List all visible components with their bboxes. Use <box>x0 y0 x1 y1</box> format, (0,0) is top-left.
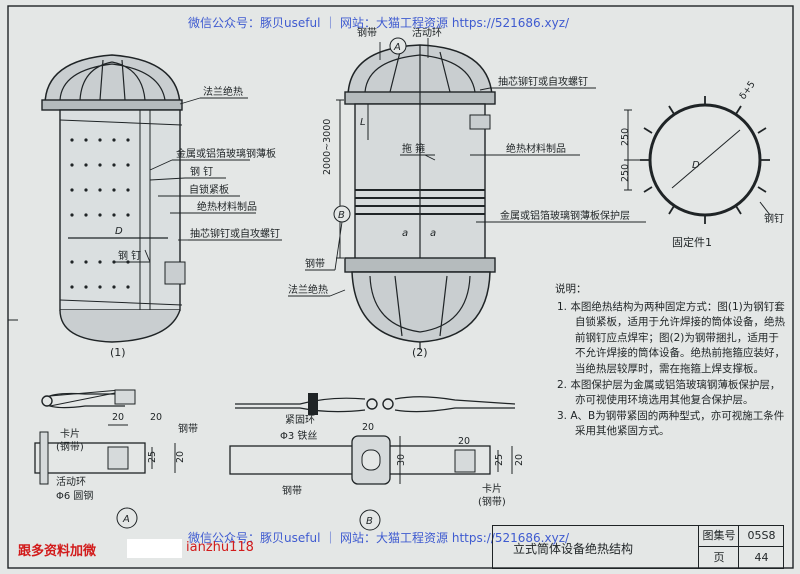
fig1-callout-stud: 钢 钉 <box>190 165 213 178</box>
fig1-callout-rivet: 抽芯铆钉或自攻螺钉 <box>190 227 280 240</box>
title-block: 立式筒体设备绝热结构 图集号 05S8 页 44 <box>492 525 784 569</box>
fixture-callout: 钢钉 <box>764 212 784 225</box>
fig1-callout-sheet: 金属或铝箔玻璃钢薄板 <box>176 147 276 160</box>
fig1-callout-lockplate: 自锁紧板 <box>189 183 229 196</box>
figure-2-vessel <box>336 44 496 350</box>
fig1-label: (1) <box>110 346 126 359</box>
detail-b-dim4: 25 <box>494 454 505 466</box>
detail-b-label-clip: 卡片 <box>482 482 502 495</box>
fig2-callout-sheet: 金属或铝箔玻璃钢薄板保护层 <box>500 209 630 222</box>
fixture-caption: 固定件1 <box>672 235 712 249</box>
detail-b-label-wire: Φ3 铁丝 <box>280 429 317 442</box>
figure-1-leaders <box>115 97 282 263</box>
fixture-dim3: δ+5 <box>737 79 757 102</box>
detail-b-dim5: 20 <box>514 454 525 466</box>
watermark-bottom: 微信公众号：豚贝useful ｜ 网站：大猫工程资源 https://52168… <box>188 531 570 545</box>
detail-a-dim2: 20 <box>150 412 162 423</box>
fig1-callout-insulation: 绝热材料制品 <box>197 200 257 213</box>
detail-b-label-strap: 钢带 <box>282 484 302 497</box>
detail-a-label-rod: Φ6 圆钢 <box>56 489 93 502</box>
promo-redaction-box <box>127 539 182 558</box>
fig2-callout-rivet: 抽芯铆钉或自攻螺钉 <box>498 75 588 88</box>
fig2-callout-strap2: 钢带 <box>305 257 325 270</box>
fig1-dim-d: D <box>115 226 123 237</box>
fig2-callout-support-ring: 拖 箍 <box>402 142 425 155</box>
fixture-dim-d: D <box>692 160 700 171</box>
watermark-top: 微信公众号：豚贝useful ｜ 网站：大猫工程资源 https://52168… <box>188 16 570 30</box>
figure-2-leaders <box>288 38 646 297</box>
fig1-callout-flange: 法兰绝热 <box>203 85 243 98</box>
detail-b-label-clamp: 紧固环 <box>285 414 315 426</box>
notes-block: 说明： 1. 本图绝热结构为两种固定方式：图(1)为钢钉套自锁紧板，适用于允许焊… <box>555 282 787 440</box>
detail-a-label-strap-note: (钢带) <box>56 440 84 453</box>
detail-a-dim3: 25 <box>147 451 158 463</box>
detail-a-label-clip: 卡片 <box>60 427 80 440</box>
page-no: 44 <box>738 547 784 568</box>
detail-b-dim1: 20 <box>362 422 374 433</box>
promo-text: 跟多资料加微 <box>18 544 97 559</box>
fig2-callout-strap: 钢带 <box>357 26 377 39</box>
detail-a-dim1: 20 <box>112 412 124 423</box>
figure-1-vessel <box>41 54 186 343</box>
fixture-ring <box>624 96 771 224</box>
note-item: 3. A、B为钢带紧固的两种型式，亦可视施工条件采用其他紧固方式。 <box>557 409 785 438</box>
atlas-no: 05S8 <box>738 526 784 547</box>
fig2-dim-a1: a <box>402 228 408 239</box>
sheet-frame <box>7 5 794 569</box>
fig1-callout-stud2: 钢 钉 <box>118 249 141 262</box>
page-label: 页 <box>698 547 739 568</box>
detail-a-label-ring: 活动环 <box>56 476 86 488</box>
detail-a-dim4: 20 <box>175 451 186 463</box>
fig2-callout-flange: 法兰绝热 <box>288 283 328 296</box>
fig2-callout-ring: 活动环 <box>412 27 442 39</box>
drawing-title: 立式筒体设备绝热结构 <box>513 542 634 556</box>
fig2-label: (2) <box>412 346 428 359</box>
fixture-dim2: 250 <box>620 164 631 182</box>
atlas-no-label: 图集号 <box>698 526 739 547</box>
figure-1-studs <box>70 138 130 289</box>
detail-b-drawing <box>229 393 516 531</box>
fig2-marker-b: B <box>338 210 345 221</box>
detail-a-marker: A <box>122 514 130 525</box>
notes-heading: 说明： <box>555 283 587 295</box>
detail-b-dim3: 20 <box>458 436 470 447</box>
detail-b-marker: B <box>366 516 373 527</box>
detail-a-drawing <box>34 389 176 529</box>
fig2-dim-l: L <box>360 117 366 128</box>
fig2-marker-a: A <box>393 42 401 53</box>
note-item: 2. 本图保护层为金属或铝箔玻璃钢薄板保护层，亦可视使用环境选用其他复合保护层。 <box>557 378 781 407</box>
fig2-callout-insulation: 绝热材料制品 <box>506 142 566 155</box>
figure-2-markers <box>333 37 407 223</box>
fig2-dim-height: 2000~3000 <box>322 119 333 175</box>
promo-id: ianzhu118 <box>186 540 254 555</box>
fig2-dim-a2: a <box>430 228 436 239</box>
detail-b-dim2: 30 <box>396 454 407 466</box>
fixture-dim1: 250 <box>620 128 631 146</box>
note-item: 1. 本图绝热结构为两种固定方式：图(1)为钢钉套自锁紧板，适用于允许焊接的筒体… <box>557 300 785 375</box>
detail-b-label-strap-note: (钢带) <box>478 495 506 508</box>
detail-a-label-strap: 钢带 <box>178 422 198 435</box>
